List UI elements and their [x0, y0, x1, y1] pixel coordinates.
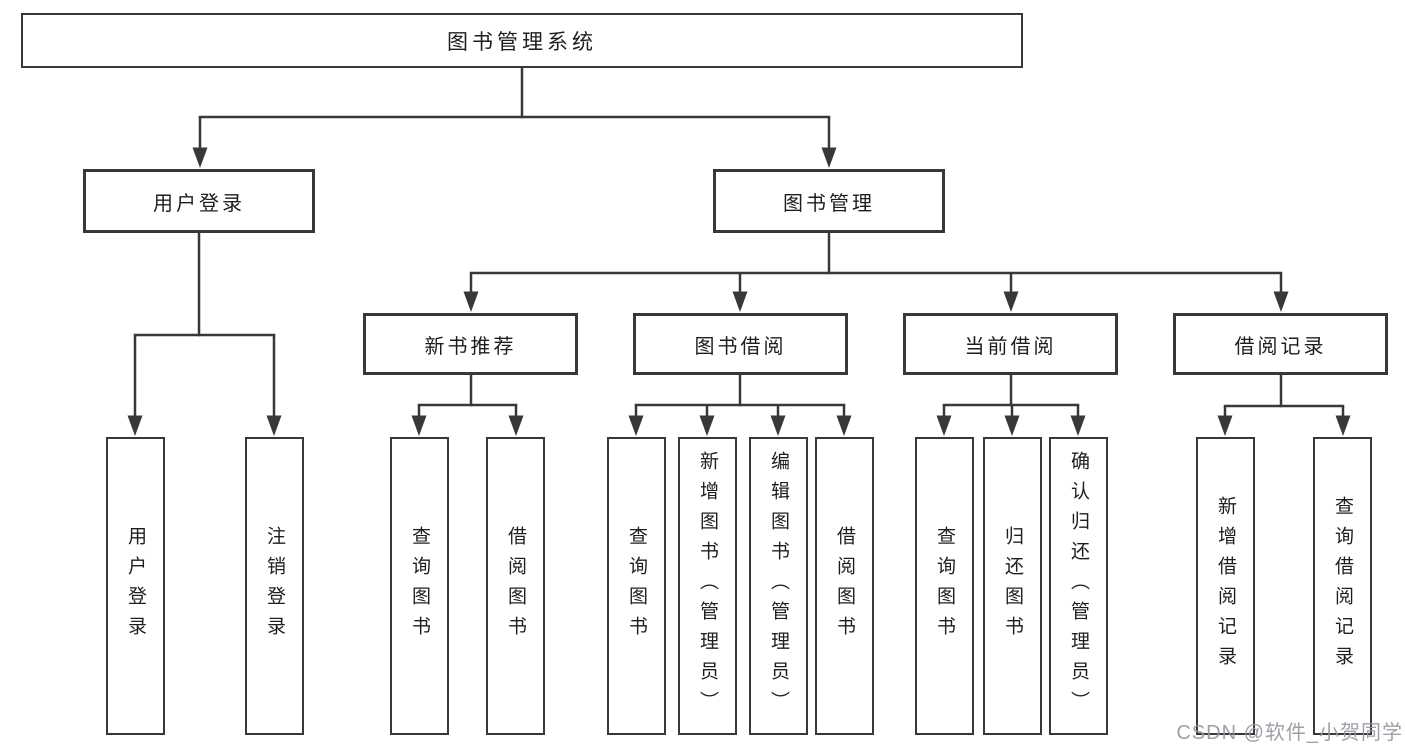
leaf-borrow-edit-book-admin: 编辑图书（管理员） [749, 437, 808, 735]
leaf-borrow-query-book: 查询图书 [607, 437, 666, 735]
node-current-borrow: 当前借阅 [903, 313, 1118, 375]
node-book-management: 图书管理 [713, 169, 945, 233]
node-library-management-system: 图书管理系统 [21, 13, 1023, 68]
node-new-book-recommend: 新书推荐 [363, 313, 578, 375]
node-user-login: 用户登录 [83, 169, 315, 233]
leaf-borrow-add-book-admin: 新增图书（管理员） [678, 437, 737, 735]
leaf-recommend-query-book: 查询图书 [390, 437, 449, 735]
arrowhead-icons [127, 147, 1351, 436]
leaf-logout: 注销登录 [245, 437, 304, 735]
leaf-current-query-book: 查询图书 [915, 437, 974, 735]
node-borrow-records: 借阅记录 [1173, 313, 1388, 375]
leaf-recommend-borrow-book: 借阅图书 [486, 437, 545, 735]
leaf-current-return-book: 归还图书 [983, 437, 1042, 735]
leaf-records-add-record: 新增借阅记录 [1196, 437, 1255, 735]
leaf-user-login: 用户登录 [106, 437, 165, 735]
leaf-records-query-record: 查询借阅记录 [1313, 437, 1372, 735]
watermark: CSDN @软件_小贺同学 [1176, 722, 1403, 744]
leaf-current-confirm-return-admin: 确认归还（管理员） [1049, 437, 1108, 735]
node-book-borrow: 图书借阅 [633, 313, 848, 375]
leaf-borrow-borrow-book: 借阅图书 [815, 437, 874, 735]
